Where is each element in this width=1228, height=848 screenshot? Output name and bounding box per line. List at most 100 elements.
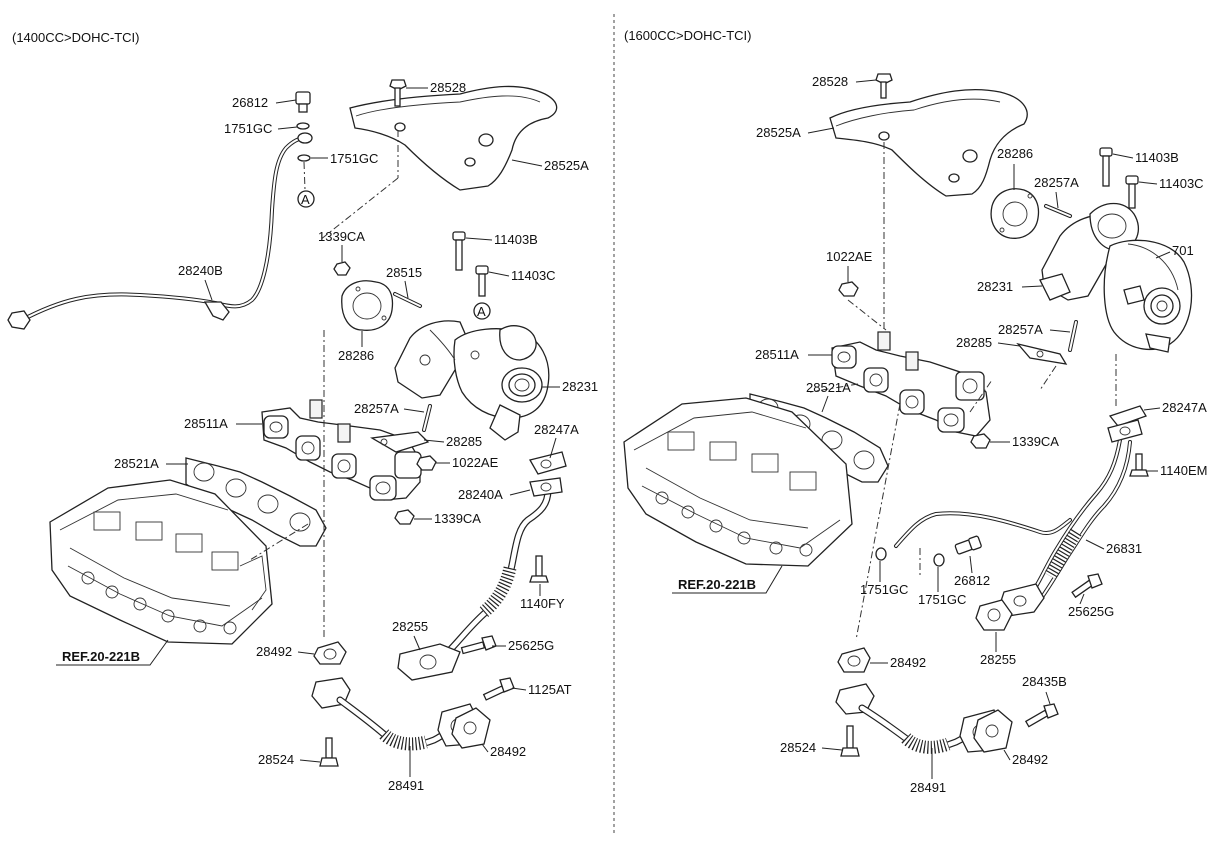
exhaust-manifold-28511A-left — [261, 399, 422, 501]
label-28515: 28515 — [386, 265, 422, 280]
gasket-28286-right — [990, 188, 1040, 239]
cylinder-head-right — [623, 397, 853, 567]
bolt-11403C-right — [1125, 175, 1139, 209]
label-26812-left: 26812 — [232, 95, 268, 110]
right-section-title: (1600CC>DOHC-TCI) — [624, 28, 752, 43]
left-section: A — [7, 79, 598, 793]
bolt-28524-left — [319, 737, 339, 767]
label-28257A-right-a: 28257A — [1034, 175, 1079, 190]
oil-feed-pipe-28240B — [7, 132, 313, 330]
label-28492-right-a: 28492 — [890, 655, 926, 670]
label-25625G-left: 25625G — [508, 638, 554, 653]
exhaust-manifold-28511A-right — [831, 331, 991, 437]
label-28255-right: 28255 — [980, 652, 1016, 667]
label-28511A-right: 28511A — [755, 347, 799, 362]
label-28255-left: 28255 — [392, 619, 428, 634]
label-11403B-right: 11403B — [1135, 150, 1179, 165]
bolt-1125AT — [482, 677, 515, 701]
bolt-28435B — [1024, 703, 1059, 728]
label-28257A-left: 28257A — [354, 401, 399, 416]
label-28492-left-b: 28492 — [490, 744, 526, 759]
label-28528-left: 28528 — [430, 80, 466, 95]
label-28231-left: 28231 — [562, 379, 598, 394]
label-28491-right: 28491 — [910, 780, 946, 795]
label-28285-left: 28285 — [446, 434, 482, 449]
stud-28257A-right-upper — [1044, 204, 1072, 218]
label-701: 701 — [1172, 243, 1194, 258]
label-26831: 26831 — [1106, 541, 1142, 556]
stud-28257A-right-lower — [1068, 320, 1078, 352]
oil-pipe-26831 — [894, 405, 1147, 617]
label-1751GC-left-a: 1751GC — [224, 121, 272, 136]
label-28257A-right-b: 28257A — [998, 322, 1043, 337]
label-28240B: 28240B — [178, 263, 223, 278]
label-1339CA-left-a: 1339CA — [318, 229, 365, 244]
label-1140EM: 1140EM — [1160, 463, 1207, 478]
label-28285-right: 28285 — [956, 335, 992, 350]
bolt-1140FY — [529, 555, 549, 583]
flange-28255-left — [397, 643, 461, 681]
bolt-28524-right — [840, 725, 860, 757]
label-25625G-right: 25625G — [1068, 604, 1114, 619]
gasket-28286-left — [341, 280, 394, 331]
label-28240A: 28240A — [458, 487, 503, 502]
bolt-1140EM — [1129, 453, 1149, 477]
label-28511A-left: 28511A — [184, 416, 228, 431]
nut-1339CA-upper — [333, 261, 351, 276]
label-1339CA-right: 1339CA — [1012, 434, 1059, 449]
marker-a-circle-2 — [473, 302, 491, 320]
bolt-28528-left — [389, 79, 407, 107]
gasket-28492-upper-left — [313, 641, 347, 665]
label-1140FY: 1140FY — [520, 596, 565, 611]
gasket-28492-upper-right — [837, 647, 871, 673]
heat-shield-28525A — [349, 85, 558, 191]
cylinder-head-left — [49, 479, 273, 645]
marker-a-circle-1 — [297, 190, 315, 208]
heat-shield-28525A-right — [829, 88, 1028, 197]
left-section-title: (1400CC>DOHC-TCI) — [12, 30, 140, 45]
bolt-25625G-left — [460, 635, 497, 655]
marker-a-text-1: A — [301, 192, 310, 207]
gasket-28492-lower-right — [973, 709, 1013, 753]
label-28492-left-a: 28492 — [256, 644, 292, 659]
label-1125AT: 1125AT — [528, 682, 572, 697]
label-28247A-left: 28247A — [534, 422, 579, 437]
label-28524-left: 28524 — [258, 752, 294, 767]
nut-1022AE-left — [416, 455, 437, 471]
label-11403C-right: 11403C — [1159, 176, 1204, 191]
label-28521A-left: 28521A — [114, 456, 159, 471]
gasket-28285-left — [370, 431, 430, 453]
nut-1339CA-right — [970, 433, 991, 449]
marker-a-text-2: A — [477, 304, 486, 319]
banjo-bolt-26812-right — [954, 535, 982, 555]
stud-28515 — [393, 292, 422, 308]
label-28525A-right: 28525A — [756, 125, 801, 140]
label-11403B-left: 11403B — [494, 232, 538, 247]
pipe-28491-right — [835, 683, 1001, 754]
washer-1751GC-right-a — [875, 547, 887, 561]
turbocharger-28231-left — [394, 320, 550, 441]
bolt-11403C-left — [475, 265, 489, 297]
label-1339CA-left-b: 1339CA — [434, 511, 481, 526]
label-1751GC-right-b: 1751GC — [918, 592, 966, 607]
bolt-25625G-right — [1071, 573, 1103, 599]
label-1022AE-right: 1022AE — [826, 249, 873, 264]
washer-1751GC-right-b — [933, 553, 945, 567]
label-28528-right: 28528 — [812, 74, 848, 89]
label-28286-left: 28286 — [338, 348, 374, 363]
label-1751GC-right-a: 1751GC — [860, 582, 908, 597]
label-1022AE-left: 1022AE — [452, 455, 499, 470]
stud-28257A-left — [422, 404, 432, 432]
oil-return-pipe-28240A — [444, 451, 567, 656]
label-26812-right: 26812 — [954, 573, 990, 588]
flange-28255-right — [975, 599, 1013, 631]
label-28525A-left: 28525A — [544, 158, 589, 173]
bolt-28528-right — [875, 73, 893, 99]
label-28286-right: 28286 — [997, 146, 1033, 161]
label-28247A-right: 28247A — [1162, 400, 1207, 415]
nut-1022AE-right — [838, 281, 859, 297]
washer-1751GC-lower — [297, 154, 311, 162]
turbocharger-28231-right — [1039, 202, 1193, 353]
bolt-11403B-right — [1099, 147, 1113, 187]
